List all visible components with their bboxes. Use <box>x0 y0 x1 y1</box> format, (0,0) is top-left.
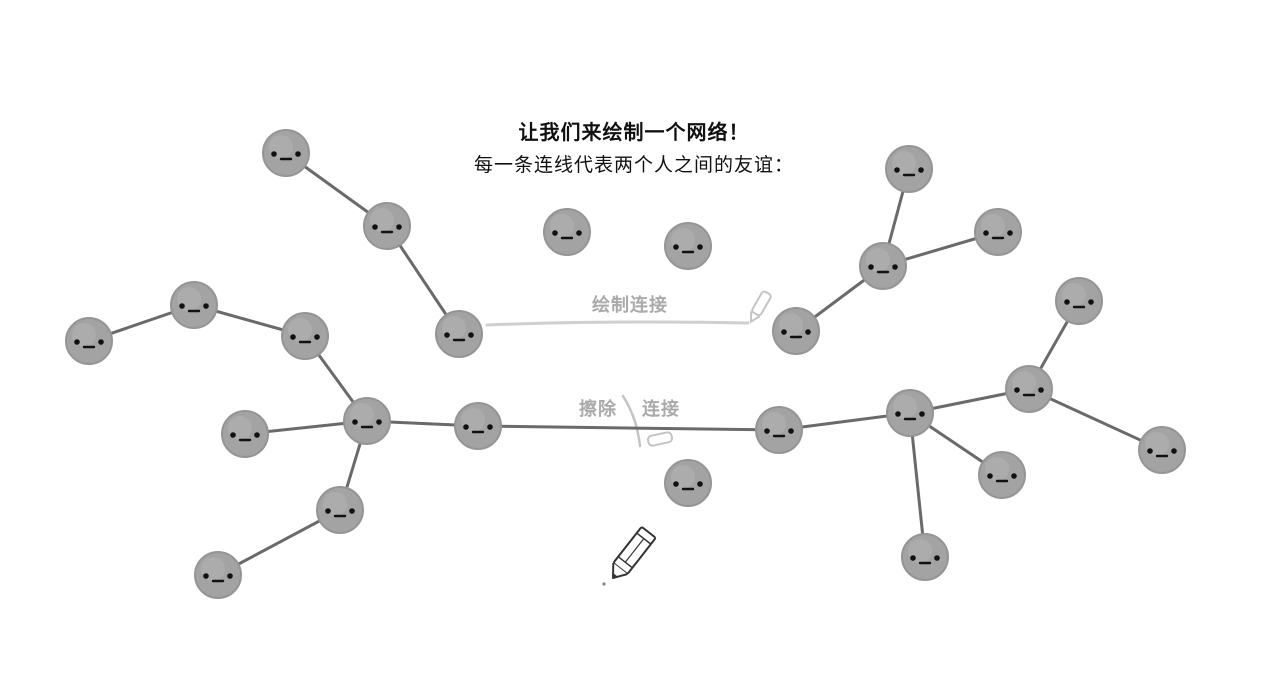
friendship-edge[interactable] <box>476 424 781 432</box>
person-node[interactable] <box>664 459 712 507</box>
person-node[interactable] <box>170 281 218 329</box>
person-node[interactable] <box>1005 365 1053 413</box>
person-node[interactable] <box>1138 426 1186 474</box>
person-node[interactable] <box>435 310 483 358</box>
draw-hint-line <box>485 320 750 327</box>
person-node[interactable] <box>221 410 269 458</box>
person-node[interactable] <box>363 202 411 250</box>
person-node[interactable] <box>262 129 310 177</box>
friendship-edge[interactable] <box>908 411 927 559</box>
draw-hint-label: 绘制连接 <box>592 294 668 316</box>
nodes-layer <box>65 129 1186 599</box>
person-node[interactable] <box>885 145 933 193</box>
person-node[interactable] <box>974 208 1022 256</box>
person-node[interactable] <box>316 486 364 534</box>
person-node[interactable] <box>978 451 1026 499</box>
erase-hint-label-right: 连接 <box>642 398 680 420</box>
eraser-icon <box>646 431 674 447</box>
person-node[interactable] <box>194 551 242 599</box>
person-node[interactable] <box>1055 277 1103 325</box>
person-node[interactable] <box>859 242 907 290</box>
erase-hint-stroke <box>621 394 642 448</box>
person-node[interactable] <box>281 312 329 360</box>
friendship-edge[interactable] <box>1027 387 1164 452</box>
erase-connection-hint: 擦除 连接 <box>579 394 680 448</box>
pencil-tip-dot <box>602 582 606 586</box>
person-node[interactable] <box>454 402 502 450</box>
draw-hint-pencil-icon <box>749 290 772 324</box>
person-node[interactable] <box>755 406 803 454</box>
pencil-icon[interactable] <box>606 526 656 584</box>
person-node[interactable] <box>901 533 949 581</box>
person-node[interactable] <box>664 222 712 270</box>
erase-hint-label-left: 擦除 <box>579 398 617 420</box>
person-node[interactable] <box>886 389 934 437</box>
person-node[interactable] <box>772 307 820 355</box>
person-node[interactable] <box>543 208 591 256</box>
draw-connection-hint: 绘制连接 <box>485 290 772 327</box>
person-node[interactable] <box>65 317 113 365</box>
page-title: 让我们来绘制一个网络！ <box>518 120 750 144</box>
person-node[interactable] <box>343 397 391 445</box>
page-subtitle: 每一条连线代表两个人之间的友谊： <box>473 154 794 176</box>
